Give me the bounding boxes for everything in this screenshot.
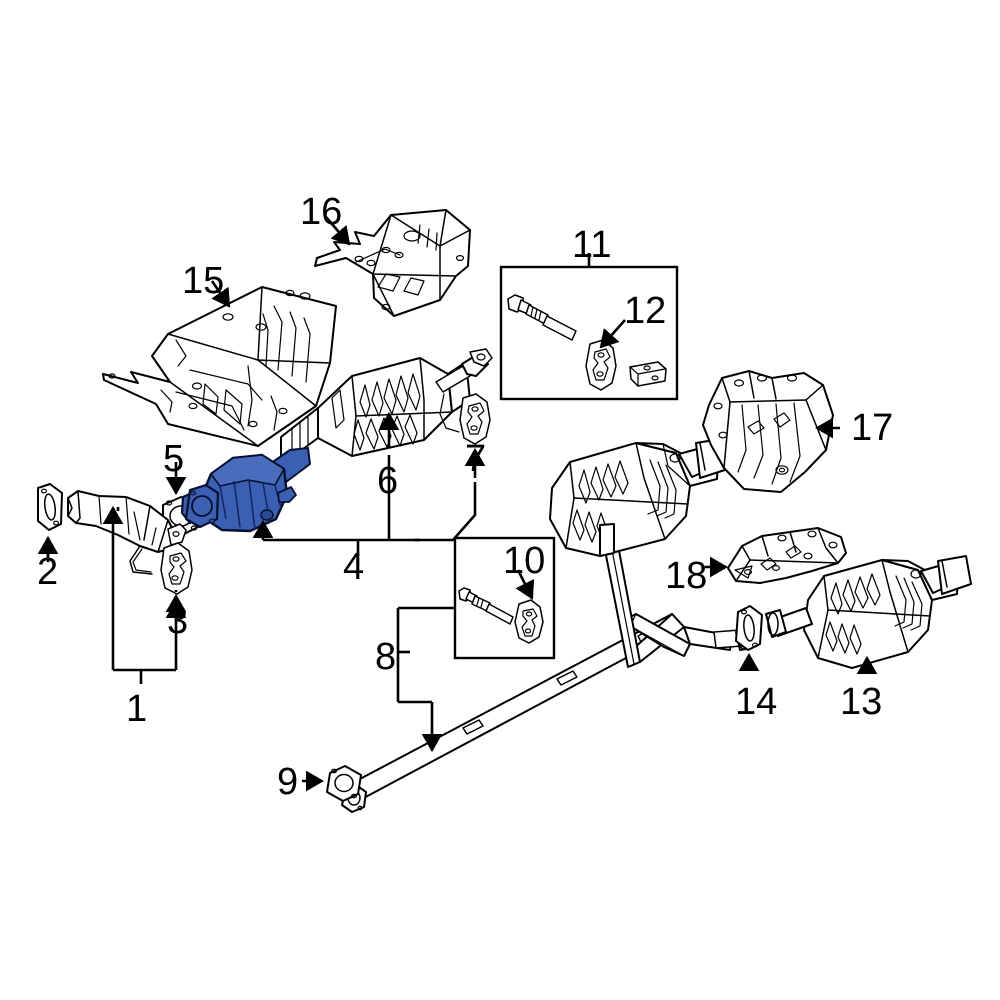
- part-14-muffler-gasket[interactable]: [735, 605, 763, 651]
- hanger-plate-icon: [629, 361, 667, 387]
- callout-label-16[interactable]: 16: [300, 191, 343, 233]
- part-13-rear-muffler[interactable]: [765, 555, 972, 669]
- leader-10-arrow: [515, 569, 535, 600]
- callout-label-1[interactable]: 1: [126, 688, 148, 730]
- callout-label-12[interactable]: 12: [624, 290, 667, 332]
- bolt-icon: [507, 294, 577, 341]
- leader-7-stem: [414, 482, 477, 542]
- callout-label-5[interactable]: 5: [163, 438, 185, 480]
- part-11-hanger-bolt-kit-box[interactable]: [499, 253, 679, 401]
- callout-label-14[interactable]: 14: [735, 681, 778, 723]
- leader-16: [325, 216, 351, 246]
- callout-label-4[interactable]: 4: [343, 546, 365, 588]
- callout-label-13[interactable]: 13: [840, 681, 883, 723]
- hanger-insulator-icon: [585, 339, 617, 391]
- callout-label-6[interactable]: 6: [377, 460, 399, 502]
- callout-label-17[interactable]: 17: [851, 407, 894, 449]
- part-10-hanger-kit-box[interactable]: [453, 536, 556, 660]
- callout-label-15[interactable]: 15: [182, 260, 225, 302]
- callout-label-18[interactable]: 18: [665, 555, 708, 597]
- callout-label-3[interactable]: 3: [167, 600, 189, 642]
- callout-label-2[interactable]: 2: [37, 551, 59, 593]
- callout-label-11[interactable]: 11: [572, 224, 612, 266]
- leader-12: [599, 319, 626, 349]
- part-8-center-exhaust-pipe[interactable]: [341, 523, 753, 813]
- callout-label-10[interactable]: 10: [503, 540, 546, 582]
- part-18-muffler-heat-shield[interactable]: [727, 527, 847, 584]
- part-2-front-pipe-gasket[interactable]: [37, 483, 63, 531]
- part-15-front-floor-heat-shield[interactable]: [102, 286, 337, 447]
- part-6-center-resonator[interactable]: [280, 348, 493, 466]
- callout-label-9[interactable]: 9: [277, 761, 299, 803]
- leader-15: [210, 280, 231, 308]
- part-17-rear-floor-heat-shield[interactable]: [702, 370, 834, 493]
- hanger-insulator-icon-10: [514, 599, 544, 644]
- center-muffler[interactable]: [549, 437, 732, 557]
- bolt-icon-10: [458, 587, 514, 625]
- part-9-center-pipe-gasket[interactable]: [326, 765, 362, 802]
- part-3-exhaust-hanger-rubber[interactable]: [160, 542, 193, 595]
- part-4-catalytic-converter-highlighted[interactable]: [180, 447, 311, 533]
- callout-label-8[interactable]: 8: [375, 636, 397, 678]
- part-16-converter-heat-shield[interactable]: [314, 209, 471, 317]
- callout-label-7[interactable]: 7: [465, 438, 487, 480]
- part-7-resonator-hanger[interactable]: [459, 393, 491, 445]
